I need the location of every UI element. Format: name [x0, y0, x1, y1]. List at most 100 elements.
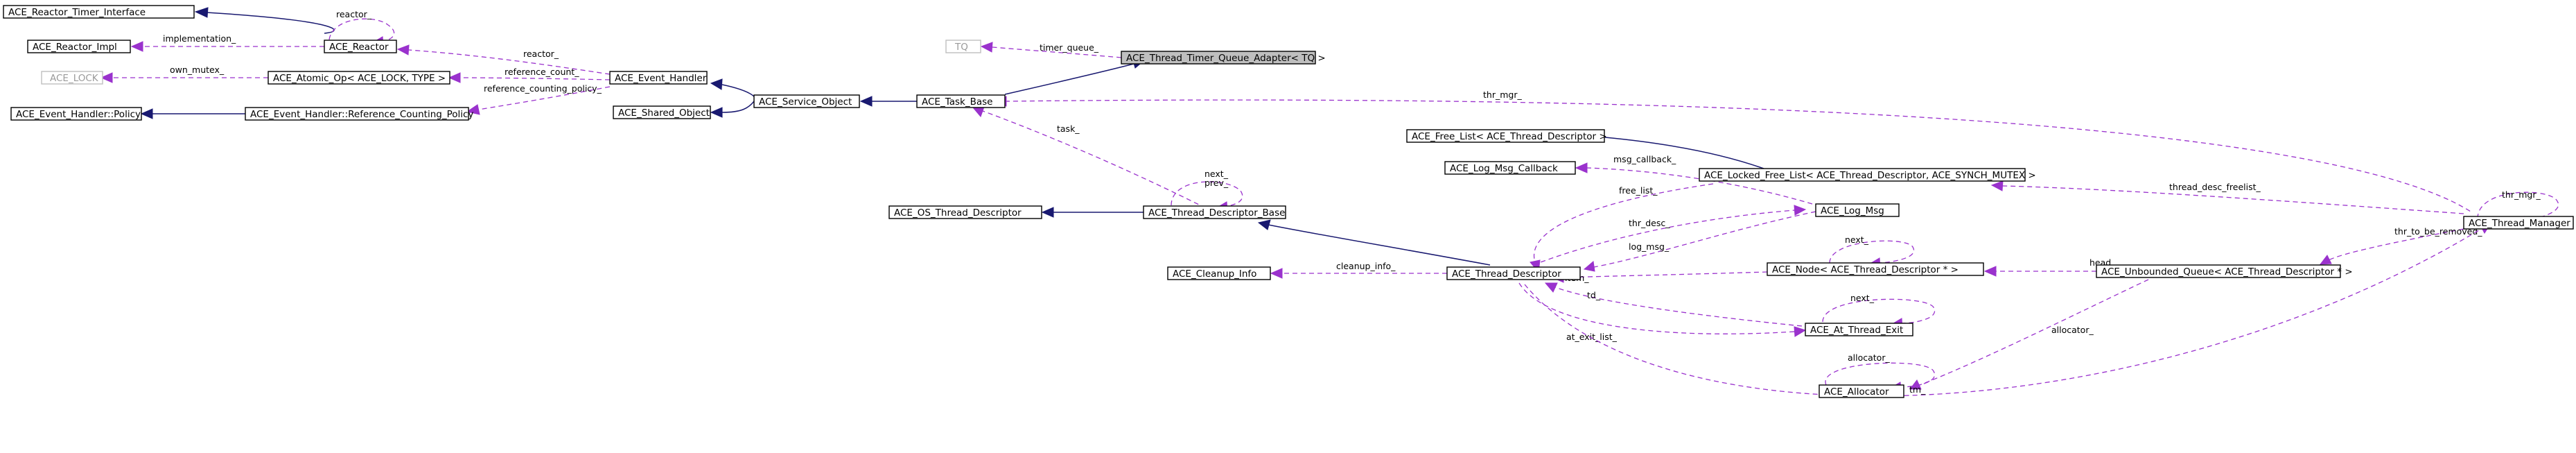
- node-ace-node[interactable]: ACE_Node< ACE_Thread_Descriptor * >: [1767, 262, 1984, 276]
- node-at-thread-exit[interactable]: ACE_At_Thread_Exit: [1805, 323, 1913, 336]
- node-locked-free-list[interactable]: ACE_Locked_Free_List< ACE_Thread_Descrip…: [1699, 168, 2036, 182]
- node-tq[interactable]: TQ: [945, 40, 981, 53]
- edge-label-thr-desc: thr_desc_: [1629, 218, 1670, 228]
- svg-text:ACE_Thread_Manager: ACE_Thread_Manager: [2469, 218, 2570, 229]
- svg-text:ACE_Reactor_Timer_Interface: ACE_Reactor_Timer_Interface: [8, 7, 146, 18]
- node-thread-descriptor[interactable]: ACE_Thread_Descriptor: [1446, 266, 1581, 280]
- svg-text:ACE_Log_Msg: ACE_Log_Msg: [1821, 205, 1884, 216]
- edge-label-log-msg: log_msg_: [1629, 241, 1670, 252]
- use-td-base-self: next_ prev_: [1171, 169, 1243, 211]
- svg-text:ACE_Allocator: ACE_Allocator: [1824, 386, 1889, 398]
- use-timer-queue: timer_queue_: [980, 42, 1122, 58]
- svg-text:ACE_Shared_Object: ACE_Shared_Object: [618, 108, 710, 119]
- use-tm: tm_: [1524, 223, 2491, 397]
- node-reactor-timer-interface[interactable]: ACE_Reactor_Timer_Interface: [3, 5, 195, 19]
- svg-text:ACE_Event_Handler: ACE_Event_Handler: [615, 73, 707, 84]
- svg-text:ACE_Log_Msg_Callback: ACE_Log_Msg_Callback: [1450, 163, 1558, 174]
- edge-label-task: task_: [1057, 123, 1080, 134]
- use-own-mutex: own_mutex_: [100, 65, 268, 83]
- edge-label-tm: tm_: [1909, 384, 1926, 395]
- edge-label-reference-count: reference_count_: [505, 67, 579, 77]
- node-free-list[interactable]: ACE_Free_List< ACE_Thread_Descriptor >: [1406, 129, 1607, 143]
- use-allocator-queue: allocator_: [1909, 279, 2149, 390]
- use-td: td_: [1544, 282, 1803, 327]
- edge-label-td: td_: [1587, 290, 1601, 300]
- use-thr-to-be-removed: thr_to_be_removed_: [2319, 226, 2482, 265]
- svg-text:ACE_Service_Object: ACE_Service_Object: [759, 96, 852, 108]
- edge-label-at-exit-list: at_exit_list_: [1566, 332, 1618, 342]
- node-service-object[interactable]: ACE_Service_Object: [753, 94, 860, 108]
- node-os-thread-descriptor[interactable]: ACE_OS_Thread_Descriptor: [888, 205, 1042, 219]
- edge-label-cleanup-info: cleanup_info_: [1336, 261, 1396, 271]
- node-shared-object[interactable]: ACE_Shared_Object: [613, 105, 711, 119]
- node-thread-descriptor-base[interactable]: ACE_Thread_Descriptor_Base: [1143, 205, 1286, 219]
- edge-label-next-node: next_: [1845, 234, 1869, 245]
- node-tq-adapter[interactable]: ACE_Thread_Timer_Queue_Adapter< TQ >: [1121, 51, 1326, 65]
- edge-label-timer-queue: timer_queue_: [1040, 42, 1099, 53]
- use-thread-desc-freelist: thread_desc_freelist_: [1990, 180, 2464, 214]
- use-msg-callback: msg_callback_: [1575, 154, 1813, 205]
- edge-label-own-mutex: own_mutex_: [170, 65, 225, 75]
- inherit-event-handler-service-object: [710, 78, 756, 102]
- svg-text:ACE_OS_Thread_Descriptor: ACE_OS_Thread_Descriptor: [894, 207, 1022, 219]
- svg-text:ACE_At_Thread_Exit: ACE_At_Thread_Exit: [1810, 325, 1903, 336]
- svg-text:ACE_Reactor_Impl: ACE_Reactor_Impl: [33, 42, 117, 53]
- svg-text:ACE_LOCK: ACE_LOCK: [50, 73, 99, 84]
- node-event-handler[interactable]: ACE_Event_Handler: [609, 71, 708, 85]
- use-cleanup-info: cleanup_info_: [1270, 261, 1447, 279]
- svg-text:ACE_Unbounded_Queue< ACE_Threa: ACE_Unbounded_Queue< ACE_Thread_Descript…: [2101, 266, 2353, 277]
- svg-text:ACE_Thread_Timer_Queue_Adapter: ACE_Thread_Timer_Queue_Adapter< TQ >: [1126, 53, 1326, 64]
- edge-label-reference-counting-policy: reference_counting_policy_: [484, 83, 602, 94]
- node-atomic-op[interactable]: ACE_Atomic_Op< ACE_LOCK, TYPE >: [268, 71, 450, 85]
- node-eh-ref-policy[interactable]: ACE_Event_Handler::Reference_Counting_Po…: [245, 107, 473, 121]
- node-log-msg[interactable]: ACE_Log_Msg: [1815, 203, 1900, 217]
- node-unbounded-queue[interactable]: ACE_Unbounded_Queue< ACE_Thread_Descript…: [2096, 264, 2353, 278]
- edge-label-next-tdb: next_: [1204, 169, 1229, 179]
- svg-text:ACE_Atomic_Op< ACE_LOCK, TYPE: ACE_Atomic_Op< ACE_LOCK, TYPE >: [273, 73, 446, 84]
- node-eh-policy[interactable]: ACE_Event_Handler::Policy: [10, 107, 142, 121]
- inherit-service-object-task-base: [859, 96, 917, 107]
- edge-label-allocator-queue: allocator_: [2051, 325, 2094, 335]
- use-reactor-self: reactor_: [328, 9, 395, 46]
- use-free-list: free_list_: [1530, 183, 1714, 273]
- inherit-policy-ref-policy: [140, 108, 245, 119]
- edge-label-msg-callback: msg_callback_: [1613, 154, 1676, 164]
- node-task-base[interactable]: ACE_Task_Base: [916, 94, 1006, 108]
- svg-text:TQ: TQ: [954, 42, 968, 53]
- use-implementation: implementation_: [130, 33, 324, 52]
- inherit-os-td-td-base: [1041, 207, 1144, 218]
- node-ace-lock[interactable]: ACE_LOCK: [41, 71, 103, 85]
- svg-text:ACE_Thread_Descriptor: ACE_Thread_Descriptor: [1452, 268, 1561, 280]
- svg-text:ACE_Thread_Descriptor_Base: ACE_Thread_Descriptor_Base: [1148, 207, 1285, 219]
- edge-label-allocator-self: allocator_: [1848, 352, 1890, 363]
- use-log-msg: log_msg_: [1583, 211, 1816, 272]
- edge-label-thr-to-be-removed: thr_to_be_removed_: [2394, 226, 2482, 237]
- inherit-td-base-td: [1257, 219, 1491, 266]
- edge-label-next-exit: next_: [1850, 293, 1875, 303]
- svg-text:ACE_Task_Base: ACE_Task_Base: [922, 96, 992, 108]
- svg-text:ACE_Node< ACE_Thread_Descripto: ACE_Node< ACE_Thread_Descriptor * >: [1772, 264, 1959, 275]
- use-reference-count: reference_count_: [448, 67, 611, 83]
- inherit-shared-object-service-object: [710, 101, 755, 118]
- svg-text:ACE_Event_Handler::Reference_C: ACE_Event_Handler::Reference_Counting_Po…: [250, 109, 473, 120]
- use-reference-counting-policy: reference_counting_policy_: [466, 83, 611, 115]
- edge-label-prev-tdb: prev_: [1204, 178, 1229, 188]
- use-thr-mgr-task: thr_mgr_: [994, 89, 2471, 212]
- node-log-msg-callback[interactable]: ACE_Log_Msg_Callback: [1444, 161, 1576, 175]
- use-reactor-eh: reactor_: [396, 44, 611, 75]
- node-reactor-impl[interactable]: ACE_Reactor_Impl: [27, 40, 131, 53]
- svg-text:ACE_Cleanup_Info: ACE_Cleanup_Info: [1173, 268, 1256, 280]
- node-reactor[interactable]: ACE_Reactor: [324, 40, 397, 53]
- inherit-reactor-timer-interface: [194, 7, 335, 34]
- edge-label-thread-desc-freelist: thread_desc_freelist_: [2169, 182, 2261, 192]
- node-allocator[interactable]: ACE_Allocator: [1819, 384, 1904, 398]
- edge-label-thr-mgr-self: thr_mgr_: [2502, 189, 2541, 200]
- svg-text:ACE_Reactor: ACE_Reactor: [329, 42, 389, 53]
- use-at-exit-list: at_exit_list_: [1518, 282, 1807, 342]
- use-thr-desc: thr_desc_: [1532, 205, 1807, 266]
- svg-text:ACE_Locked_Free_List< ACE_Thre: ACE_Locked_Free_List< ACE_Thread_Descrip…: [1704, 170, 2036, 181]
- edge-label-thr-mgr-task: thr_mgr_: [1483, 89, 1522, 100]
- node-cleanup-info[interactable]: ACE_Cleanup_Info: [1167, 266, 1271, 280]
- node-thread-manager[interactable]: ACE_Thread_Manager: [2463, 216, 2574, 230]
